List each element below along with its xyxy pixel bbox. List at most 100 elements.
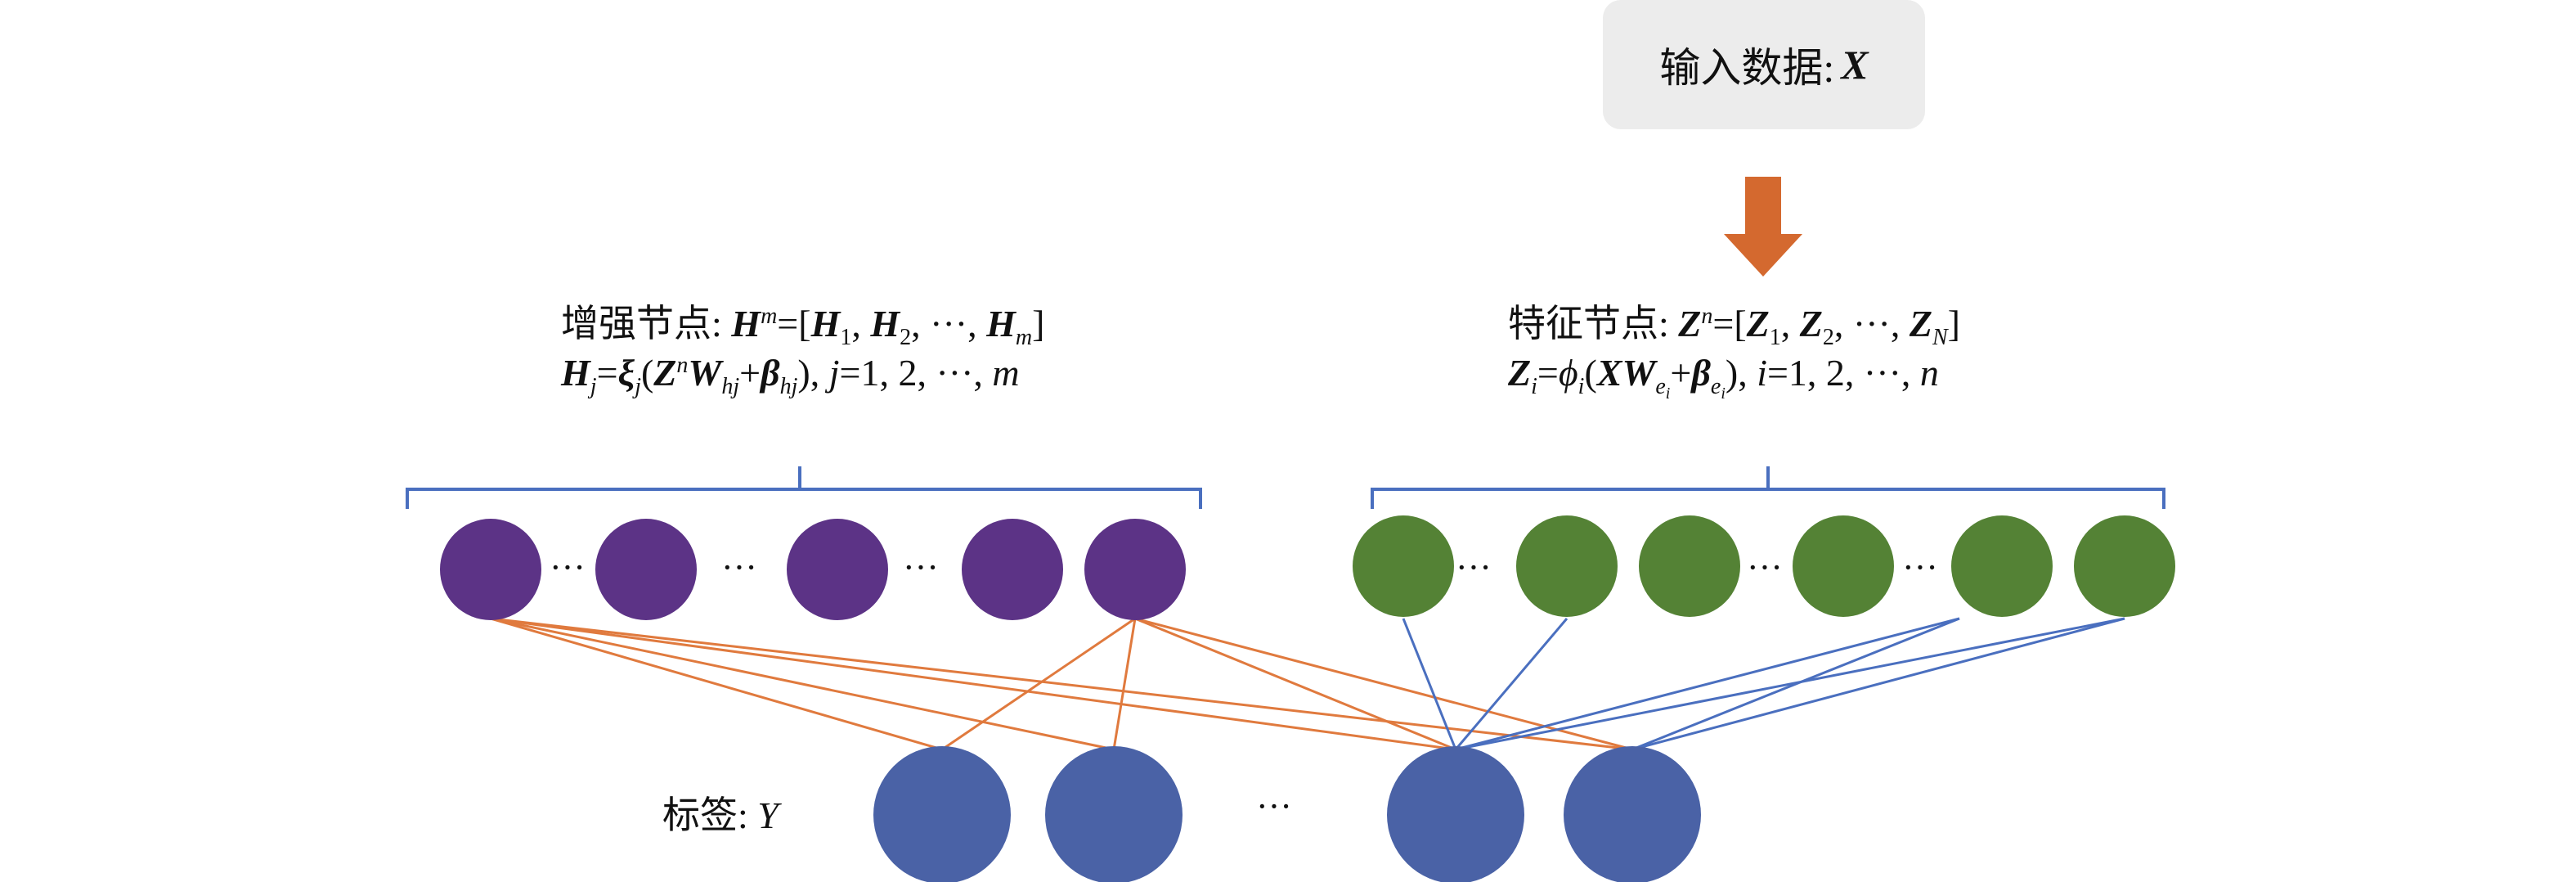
enhancement-node (595, 519, 697, 620)
feature-brace (1371, 466, 2165, 509)
formula-text: ] (1032, 303, 1045, 344)
enhancement-link (490, 617, 1456, 751)
ellipsis-text: ··· (1256, 786, 1292, 826)
formula-text: = (1537, 352, 1559, 394)
formula-symbol: X (1596, 352, 1622, 394)
formula-subscript: 1 (840, 325, 852, 350)
feature-node (1951, 515, 2053, 617)
formula-symbol: W (1622, 352, 1656, 394)
output-node (1387, 746, 1524, 882)
enhancement-link (1134, 617, 1633, 751)
formula-text: =[ (1712, 303, 1747, 344)
formula-text: , ···, (1833, 303, 1910, 344)
formula-symbol: H (870, 303, 900, 344)
formula-subscript: i (1665, 385, 1671, 403)
formula-symbol: ϕ (1558, 352, 1578, 394)
ellipsis-text: ··· (1456, 547, 1492, 587)
formula-symbol: m (761, 304, 778, 329)
enhancement-nodes (440, 519, 1186, 620)
enhancement-formula-line-2: Hj=ξj(ZnWhj+βhj), j=1, 2, ···, m (561, 349, 1044, 398)
input-var: X (1841, 42, 1869, 88)
ellipsis-text: ··· (1747, 547, 1783, 587)
formula-subscript: i (1721, 385, 1726, 403)
output-node (1564, 746, 1701, 882)
formula-subscript: n (1701, 304, 1713, 329)
formula-subscript: e (1710, 374, 1721, 399)
feature-link (1631, 617, 2125, 751)
formula-subscript: i (1531, 374, 1537, 399)
formula-symbol: Z (1799, 303, 1823, 344)
down-arrow-shaft (1745, 177, 1781, 234)
output-var: Y (757, 794, 779, 836)
feature-formula-line-1: 特征节点: Zn=[Z1, Z2, ···, ZN] (1508, 299, 1960, 349)
formula-subscript: hj (779, 374, 798, 399)
formula-subscript: 2 (900, 325, 912, 350)
input-label: 输入数据: (1659, 45, 1835, 91)
formula-subscript: e (1655, 374, 1666, 399)
formula-text: ), (797, 352, 829, 394)
formula-subscript: j (635, 374, 641, 399)
formula-text: ), (1725, 352, 1757, 394)
feature-link (1455, 617, 1960, 751)
enhancement-link (1112, 618, 1137, 750)
feature-node (1639, 515, 1740, 617)
enhancement-node (440, 519, 541, 620)
formula-text: =1, 2, ···, (1766, 352, 1920, 394)
formula-subscript: j (590, 374, 597, 399)
feature-node (1353, 515, 1454, 617)
feature-node (2074, 515, 2175, 617)
formula-symbol: n (1919, 352, 1939, 394)
enhancement-link (490, 617, 943, 751)
formula-text: ] (1947, 303, 1960, 344)
feature-nodes (1353, 515, 2175, 617)
formula-subscript: n (676, 353, 689, 378)
formula-text: , (1780, 303, 1800, 344)
formula-text: ( (1584, 352, 1597, 394)
formula-symbol: Z (1678, 303, 1702, 344)
feature-link (1454, 618, 1568, 750)
output-label-text: 标签: (662, 794, 758, 836)
enhancement-node (1084, 519, 1186, 620)
formula-subscript: m (1015, 325, 1033, 350)
down-arrow-head (1724, 234, 1802, 277)
ellipsis-text: ··· (1902, 547, 1938, 587)
formula-symbol: Z (1746, 303, 1770, 344)
formula-symbol: i (1757, 352, 1767, 394)
formula-symbol: ξ (617, 352, 635, 394)
formula-symbol: H (561, 352, 590, 394)
formula-symbol: m (992, 352, 1020, 394)
enhancement-formula-line-1: 增强节点: Hm=[H1, H2, ···, Hm] (561, 299, 1044, 349)
ellipsis-text: ··· (721, 547, 757, 587)
formula-subscript: hj (721, 374, 740, 399)
feature-link (1455, 617, 2125, 751)
formula-text: , ···, (911, 303, 987, 344)
feature-formula: 特征节点: Zn=[Z1, Z2, ···, ZN] Zi=ϕi(XWei+βe… (1508, 299, 1960, 402)
formula-text: =[ (777, 303, 811, 344)
output-node (1045, 746, 1183, 882)
output-node (873, 746, 1011, 882)
formula-symbol: H (986, 303, 1016, 344)
formula-text: + (739, 352, 761, 394)
formula-symbol: W (688, 352, 722, 394)
formula-symbol: Z (653, 352, 677, 394)
formula-symbol: H (731, 303, 761, 344)
enhancement-brace (406, 466, 1202, 509)
formula-text: + (1670, 352, 1692, 394)
down-arrow (1724, 177, 1802, 277)
feature-link (1402, 618, 1457, 750)
formula-symbol: β (1691, 352, 1711, 394)
formula-subscript: i (1577, 374, 1585, 399)
enhancement-link (490, 617, 1633, 751)
feature-node (1516, 515, 1618, 617)
formula-subscript: N (1932, 325, 1948, 350)
formula-text: =1, 2, ···, (839, 352, 993, 394)
ellipsis-text: ··· (550, 547, 586, 587)
enhancement-link (490, 617, 1115, 751)
enhancement-formula: 增强节点: Hm=[H1, H2, ···, Hm] Hj=ξj(ZnWhj+β… (561, 299, 1044, 398)
formula-subscript: 2 (1822, 325, 1834, 350)
output-nodes (873, 746, 1701, 882)
enhancement-link (941, 617, 1136, 751)
enhancement-node (962, 519, 1063, 620)
feature-node (1793, 515, 1894, 617)
